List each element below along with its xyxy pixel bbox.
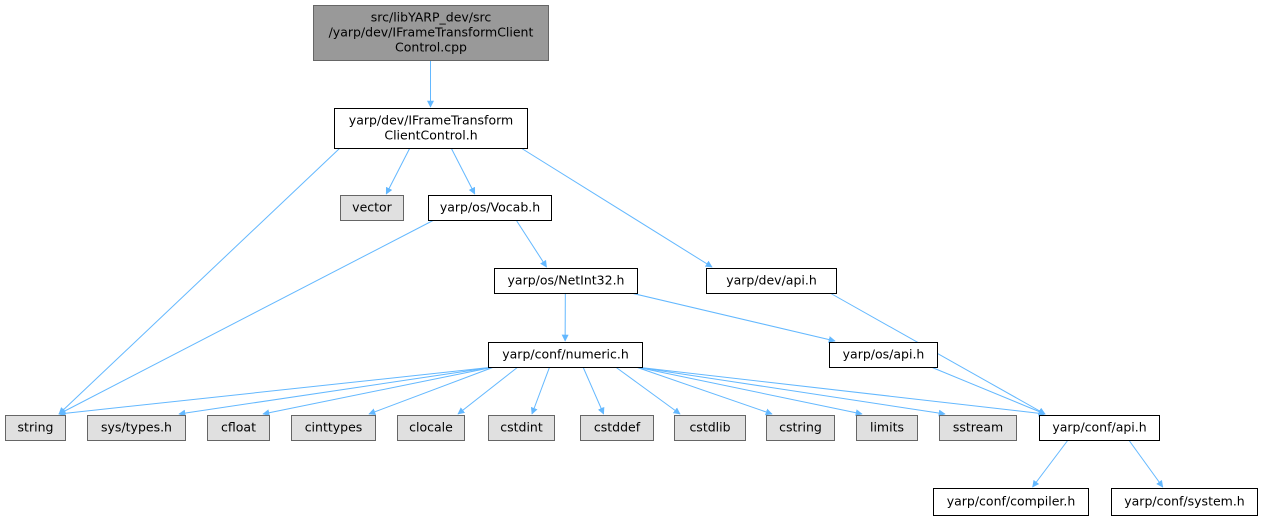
node-vector[interactable]: vector — [340, 195, 404, 221]
edge-numeric-to-conf-api — [635, 366, 1046, 417]
node-system-label: yarp/conf/system.h — [1124, 494, 1244, 509]
node-os-api-box — [829, 342, 938, 368]
node-conf-api[interactable]: yarp/conf/api.h — [1039, 415, 1160, 441]
node-cstddef[interactable]: cstddef — [580, 415, 654, 441]
node-netint32-box — [494, 268, 638, 294]
node-sstream-box — [939, 415, 1017, 441]
node-clocale-label: clocale — [409, 420, 453, 435]
node-os-api-label: yarp/os/api.h — [843, 347, 925, 362]
node-netint32[interactable]: yarp/os/NetInt32.h — [494, 268, 638, 294]
node-vector-label: vector — [352, 200, 393, 215]
node-cstdint-label: cstdint — [500, 420, 543, 435]
node-cstddef-label: cstddef — [594, 420, 641, 435]
node-cstdint-box — [488, 415, 555, 441]
node-os-api[interactable]: yarp/os/api.h — [829, 342, 938, 368]
node-cinttypes[interactable]: cinttypes — [291, 415, 376, 441]
edge-numeric-to-sstream — [635, 366, 946, 417]
node-cfloat[interactable]: cfloat — [207, 415, 270, 441]
node-root-label: src/libYARP_dev/src — [371, 10, 492, 25]
node-vocab-label: yarp/os/Vocab.h — [440, 200, 540, 215]
node-string-label: string — [18, 420, 54, 435]
edge-numeric-to-clocale — [457, 366, 519, 415]
node-sstream-label: sstream — [953, 420, 1003, 435]
node-string-box — [5, 415, 66, 441]
node-cstdlib-label: cstdlib — [689, 420, 730, 435]
node-dev-api-label: yarp/dev/api.h — [726, 273, 817, 288]
node-compiler[interactable]: yarp/conf/compiler.h — [933, 488, 1089, 516]
node-sstream[interactable]: sstream — [939, 415, 1017, 441]
edge-conf-api-to-compiler — [1032, 439, 1069, 488]
node-root-label: /yarp/dev/IFrameTransformClient — [329, 25, 534, 40]
node-cstring-box — [766, 415, 835, 441]
edge-numeric-to-sys-types — [178, 366, 495, 417]
node-dev-api[interactable]: yarp/dev/api.h — [706, 268, 837, 294]
node-root-label: Control.cpp — [395, 40, 467, 55]
node-cstring-label: cstring — [779, 420, 822, 435]
node-vector-box — [340, 195, 404, 221]
edges-layer — [58, 60, 1164, 488]
node-cfloat-label: cfloat — [221, 420, 256, 435]
node-numeric-box — [488, 342, 643, 368]
edge-vocab-to-netint32 — [515, 219, 547, 268]
edge-conf-api-to-system — [1128, 439, 1164, 488]
edge-iftcc-h-to-dev-api — [520, 147, 713, 268]
nodes-layer: src/libYARP_dev/src/yarp/dev/IFrameTrans… — [5, 5, 1258, 516]
node-limits-label: limits — [870, 420, 904, 435]
node-cstddef-box — [580, 415, 654, 441]
edge-os-api-to-conf-api — [930, 366, 1046, 415]
node-cstdint[interactable]: cstdint — [488, 415, 555, 441]
node-netint32-label: yarp/os/NetInt32.h — [508, 273, 625, 288]
node-vocab[interactable]: yarp/os/Vocab.h — [428, 195, 552, 221]
edge-netint32-to-os-api — [630, 292, 836, 343]
node-clocale-box — [397, 415, 465, 441]
node-conf-api-box — [1039, 415, 1160, 441]
node-vocab-box — [428, 195, 552, 221]
node-cstdlib-box — [674, 415, 746, 441]
node-root-box — [313, 5, 549, 61]
node-dev-api-box — [706, 268, 837, 294]
node-conf-api-label: yarp/conf/api.h — [1052, 420, 1146, 435]
edge-numeric-to-cstring — [635, 366, 773, 416]
node-limits-box — [856, 415, 918, 441]
edge-vocab-to-string — [58, 219, 435, 415]
node-limits[interactable]: limits — [856, 415, 918, 441]
node-numeric[interactable]: yarp/conf/numeric.h — [488, 342, 643, 368]
edge-iftcc-h-to-vector — [385, 147, 411, 195]
node-string[interactable]: string — [5, 415, 66, 441]
node-iftcc-h-box — [334, 108, 528, 149]
node-cstring[interactable]: cstring — [766, 415, 835, 441]
node-cinttypes-box — [291, 415, 376, 441]
node-numeric-label: yarp/conf/numeric.h — [502, 347, 629, 362]
node-system-box — [1111, 488, 1258, 516]
edge-numeric-to-cfloat — [262, 366, 495, 417]
node-cstdlib[interactable]: cstdlib — [674, 415, 746, 441]
edge-numeric-to-cstddef — [582, 366, 605, 415]
node-sys-types-label: sys/types.h — [101, 420, 172, 435]
edge-numeric-to-cstdint — [530, 366, 551, 415]
node-compiler-label: yarp/conf/compiler.h — [947, 494, 1076, 509]
node-iftcc-h-label: yarp/dev/IFrameTransform — [349, 113, 513, 128]
node-sys-types[interactable]: sys/types.h — [87, 415, 186, 441]
node-iftcc-h-label: ClientControl.h — [384, 128, 477, 143]
node-clocale[interactable]: clocale — [397, 415, 465, 441]
edge-iftcc-h-to-string — [58, 147, 341, 415]
node-cfloat-box — [207, 415, 270, 441]
node-system[interactable]: yarp/conf/system.h — [1111, 488, 1258, 516]
edge-iftcc-h-to-vocab — [450, 147, 476, 195]
edge-numeric-to-cstdlib — [615, 366, 681, 415]
node-root[interactable]: src/libYARP_dev/src/yarp/dev/IFrameTrans… — [313, 5, 549, 61]
edge-numeric-to-cinttypes — [368, 366, 495, 416]
edge-numeric-to-limits — [635, 366, 863, 417]
node-sys-types-box — [87, 415, 186, 441]
node-cinttypes-label: cinttypes — [305, 420, 363, 435]
edge-numeric-to-string — [58, 366, 495, 417]
node-compiler-box — [933, 488, 1089, 516]
